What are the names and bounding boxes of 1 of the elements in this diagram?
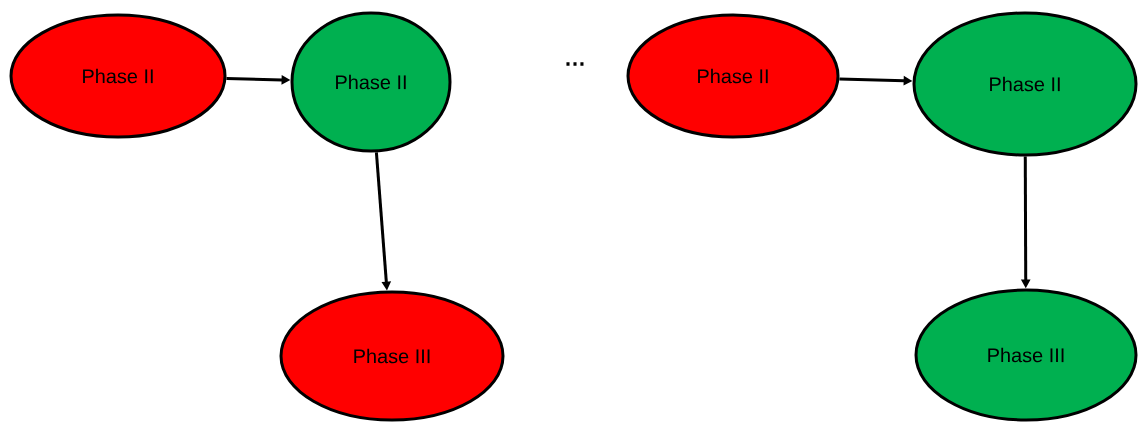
ellipsis-label: … — [566, 62, 584, 66]
